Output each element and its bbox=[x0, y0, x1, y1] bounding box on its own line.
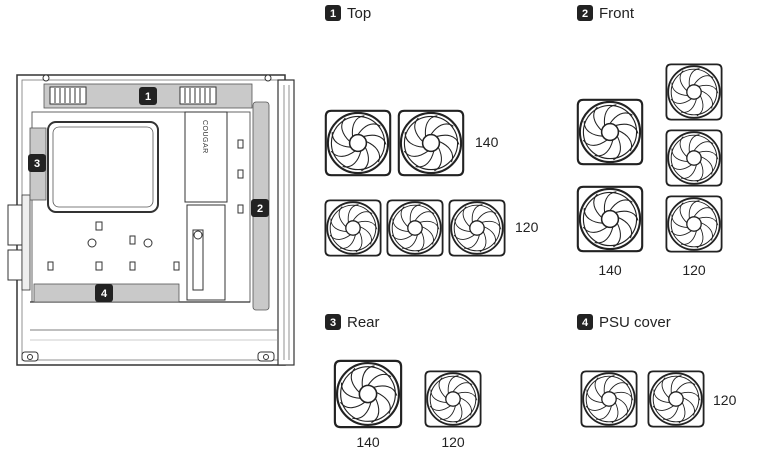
section-top: 1 Top 140 120 bbox=[324, 5, 539, 257]
fan-icon bbox=[576, 185, 644, 253]
svg-text:3: 3 bbox=[330, 317, 336, 329]
section-rear: 3 Rear 140 120 bbox=[325, 314, 482, 450]
number-badge: 1 bbox=[139, 87, 157, 105]
size-label-140: 140 bbox=[356, 434, 380, 450]
section-front: 2 Front 140 120 bbox=[576, 5, 723, 278]
section-psu-cover: 4 PSU cover 120 bbox=[577, 314, 737, 428]
fan-icon bbox=[647, 370, 705, 428]
fan-icon bbox=[448, 199, 506, 257]
size-label-120: 120 bbox=[515, 219, 539, 235]
fan-icon bbox=[397, 109, 465, 177]
svg-text:4: 4 bbox=[101, 288, 108, 300]
section-title-top: Top bbox=[347, 5, 371, 22]
fan-icon bbox=[665, 195, 723, 253]
svg-text:3: 3 bbox=[34, 158, 40, 170]
case-brand-label: COUGAR bbox=[201, 120, 208, 154]
number-badge: 2 bbox=[577, 5, 593, 21]
number-badge: 3 bbox=[325, 314, 341, 330]
fan-icon bbox=[324, 199, 382, 257]
size-label-140: 140 bbox=[598, 262, 622, 278]
svg-text:4: 4 bbox=[582, 317, 589, 329]
svg-text:1: 1 bbox=[145, 91, 151, 103]
fan-icon bbox=[576, 98, 644, 166]
case-side-view: COUGAR 1 2 3 bbox=[7, 74, 295, 366]
fan-icon bbox=[386, 199, 444, 257]
number-badge: 1 bbox=[325, 5, 341, 21]
number-badge: 4 bbox=[95, 284, 113, 302]
fan-icon bbox=[333, 359, 403, 429]
number-badge: 2 bbox=[251, 199, 269, 217]
number-badge: 3 bbox=[28, 154, 46, 172]
number-badge: 4 bbox=[577, 314, 593, 330]
section-title-front: Front bbox=[599, 5, 635, 22]
svg-text:2: 2 bbox=[582, 8, 588, 20]
fan-icon bbox=[665, 63, 723, 121]
section-title-psu-cover: PSU cover bbox=[599, 314, 671, 331]
svg-text:2: 2 bbox=[257, 203, 263, 215]
fan-icon bbox=[665, 129, 723, 187]
size-label-120: 120 bbox=[441, 434, 465, 450]
fan-icon bbox=[324, 109, 392, 177]
fan-icon bbox=[580, 370, 638, 428]
section-title-rear: Rear bbox=[347, 314, 380, 331]
size-label-140: 140 bbox=[475, 134, 499, 150]
size-label-120: 120 bbox=[713, 392, 737, 408]
fan-icon bbox=[424, 370, 482, 428]
svg-text:1: 1 bbox=[330, 8, 336, 20]
size-label-120: 120 bbox=[682, 262, 706, 278]
